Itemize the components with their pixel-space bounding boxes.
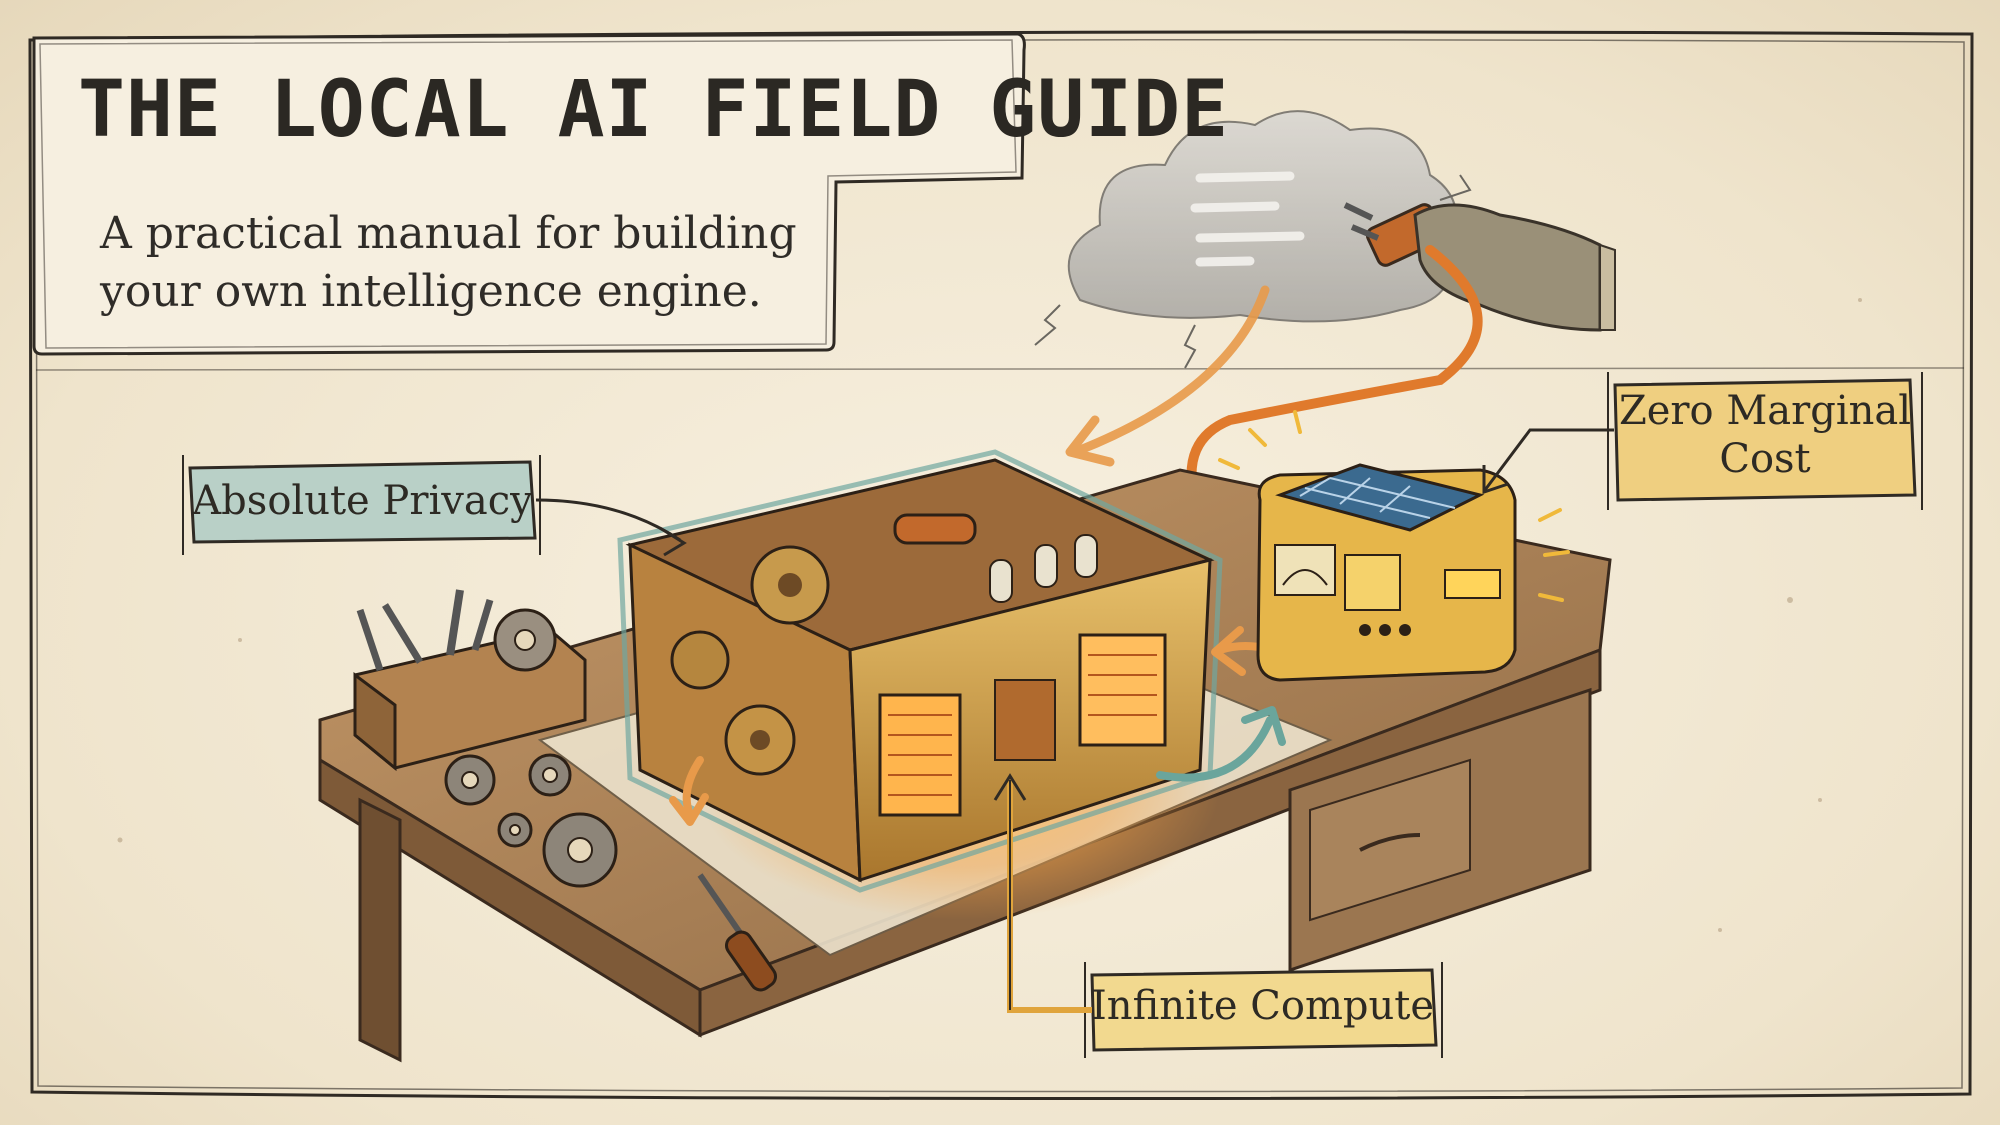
engine-box-icon bbox=[617, 449, 1223, 893]
cloud-icon bbox=[1034, 110, 1472, 369]
page-title: THE LOCAL AI FIELD GUIDE bbox=[78, 65, 1230, 155]
screwdriver-icon bbox=[697, 873, 778, 992]
page-subtitle: A practical manual for building your own… bbox=[100, 208, 797, 317]
tool-holder-icon bbox=[353, 589, 587, 772]
paper-speckles bbox=[117, 298, 1862, 932]
cost-tag bbox=[1482, 372, 1923, 510]
cloud-to-engine-arrow bbox=[1065, 285, 1270, 467]
title-box bbox=[32, 32, 1026, 356]
cost-label: Zero Marginal Cost bbox=[1618, 388, 1912, 482]
compute-tag bbox=[993, 773, 1443, 1058]
privacy-tag bbox=[182, 455, 687, 557]
privacy-label: Absolute Privacy bbox=[192, 478, 533, 524]
gloved-hand-icon bbox=[1413, 203, 1616, 332]
solar-battery-icon bbox=[1256, 463, 1517, 682]
compute-label: Infinite Compute bbox=[1091, 983, 1434, 1029]
battery-glow-rays bbox=[1218, 410, 1570, 602]
